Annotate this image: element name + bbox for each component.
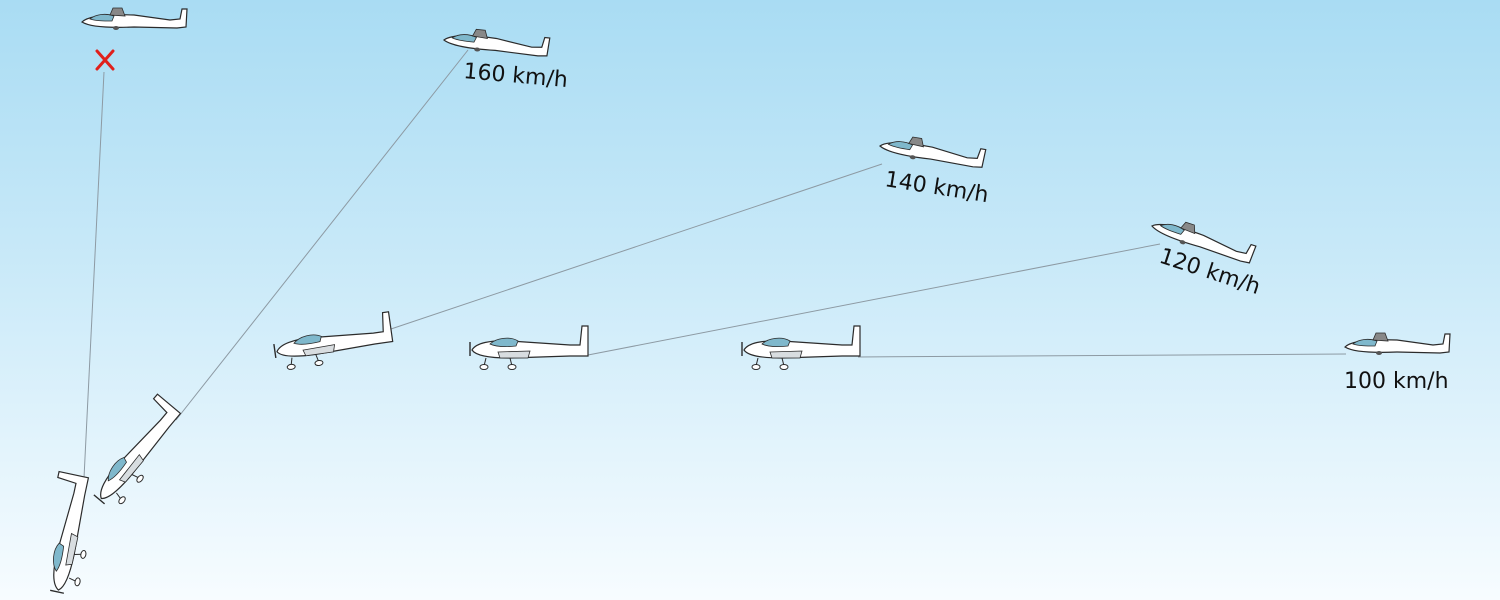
tow-rope xyxy=(587,243,1161,356)
tow-plane-icon xyxy=(741,325,861,371)
aerotow-scene-release xyxy=(33,7,188,597)
speed-label: 100 km/h xyxy=(1344,369,1449,394)
release-x-icon xyxy=(95,49,115,71)
tow-plane-icon xyxy=(80,393,192,514)
glider-icon xyxy=(1344,332,1451,356)
glider-icon xyxy=(81,7,188,31)
aerotow-scene-140: 140 km/h xyxy=(270,131,990,373)
speed-label: 160 km/h xyxy=(462,59,568,93)
tow-plane-icon xyxy=(33,470,103,597)
tow-plane-icon xyxy=(469,325,589,371)
tow-rope xyxy=(857,353,1347,358)
tow-rope xyxy=(83,71,105,479)
glider-icon xyxy=(442,25,551,60)
glider-icon xyxy=(878,131,987,171)
tow-rope xyxy=(387,163,883,331)
speed-label: 140 km/h xyxy=(883,167,990,208)
tow-rope xyxy=(175,49,469,421)
aerotow-scene-100: 100 km/h xyxy=(741,325,1451,394)
aerotow-scene-160: 160 km/h xyxy=(80,25,569,514)
tow-plane-icon xyxy=(270,311,396,373)
aerotow-scene-120: 120 km/h xyxy=(469,212,1263,371)
